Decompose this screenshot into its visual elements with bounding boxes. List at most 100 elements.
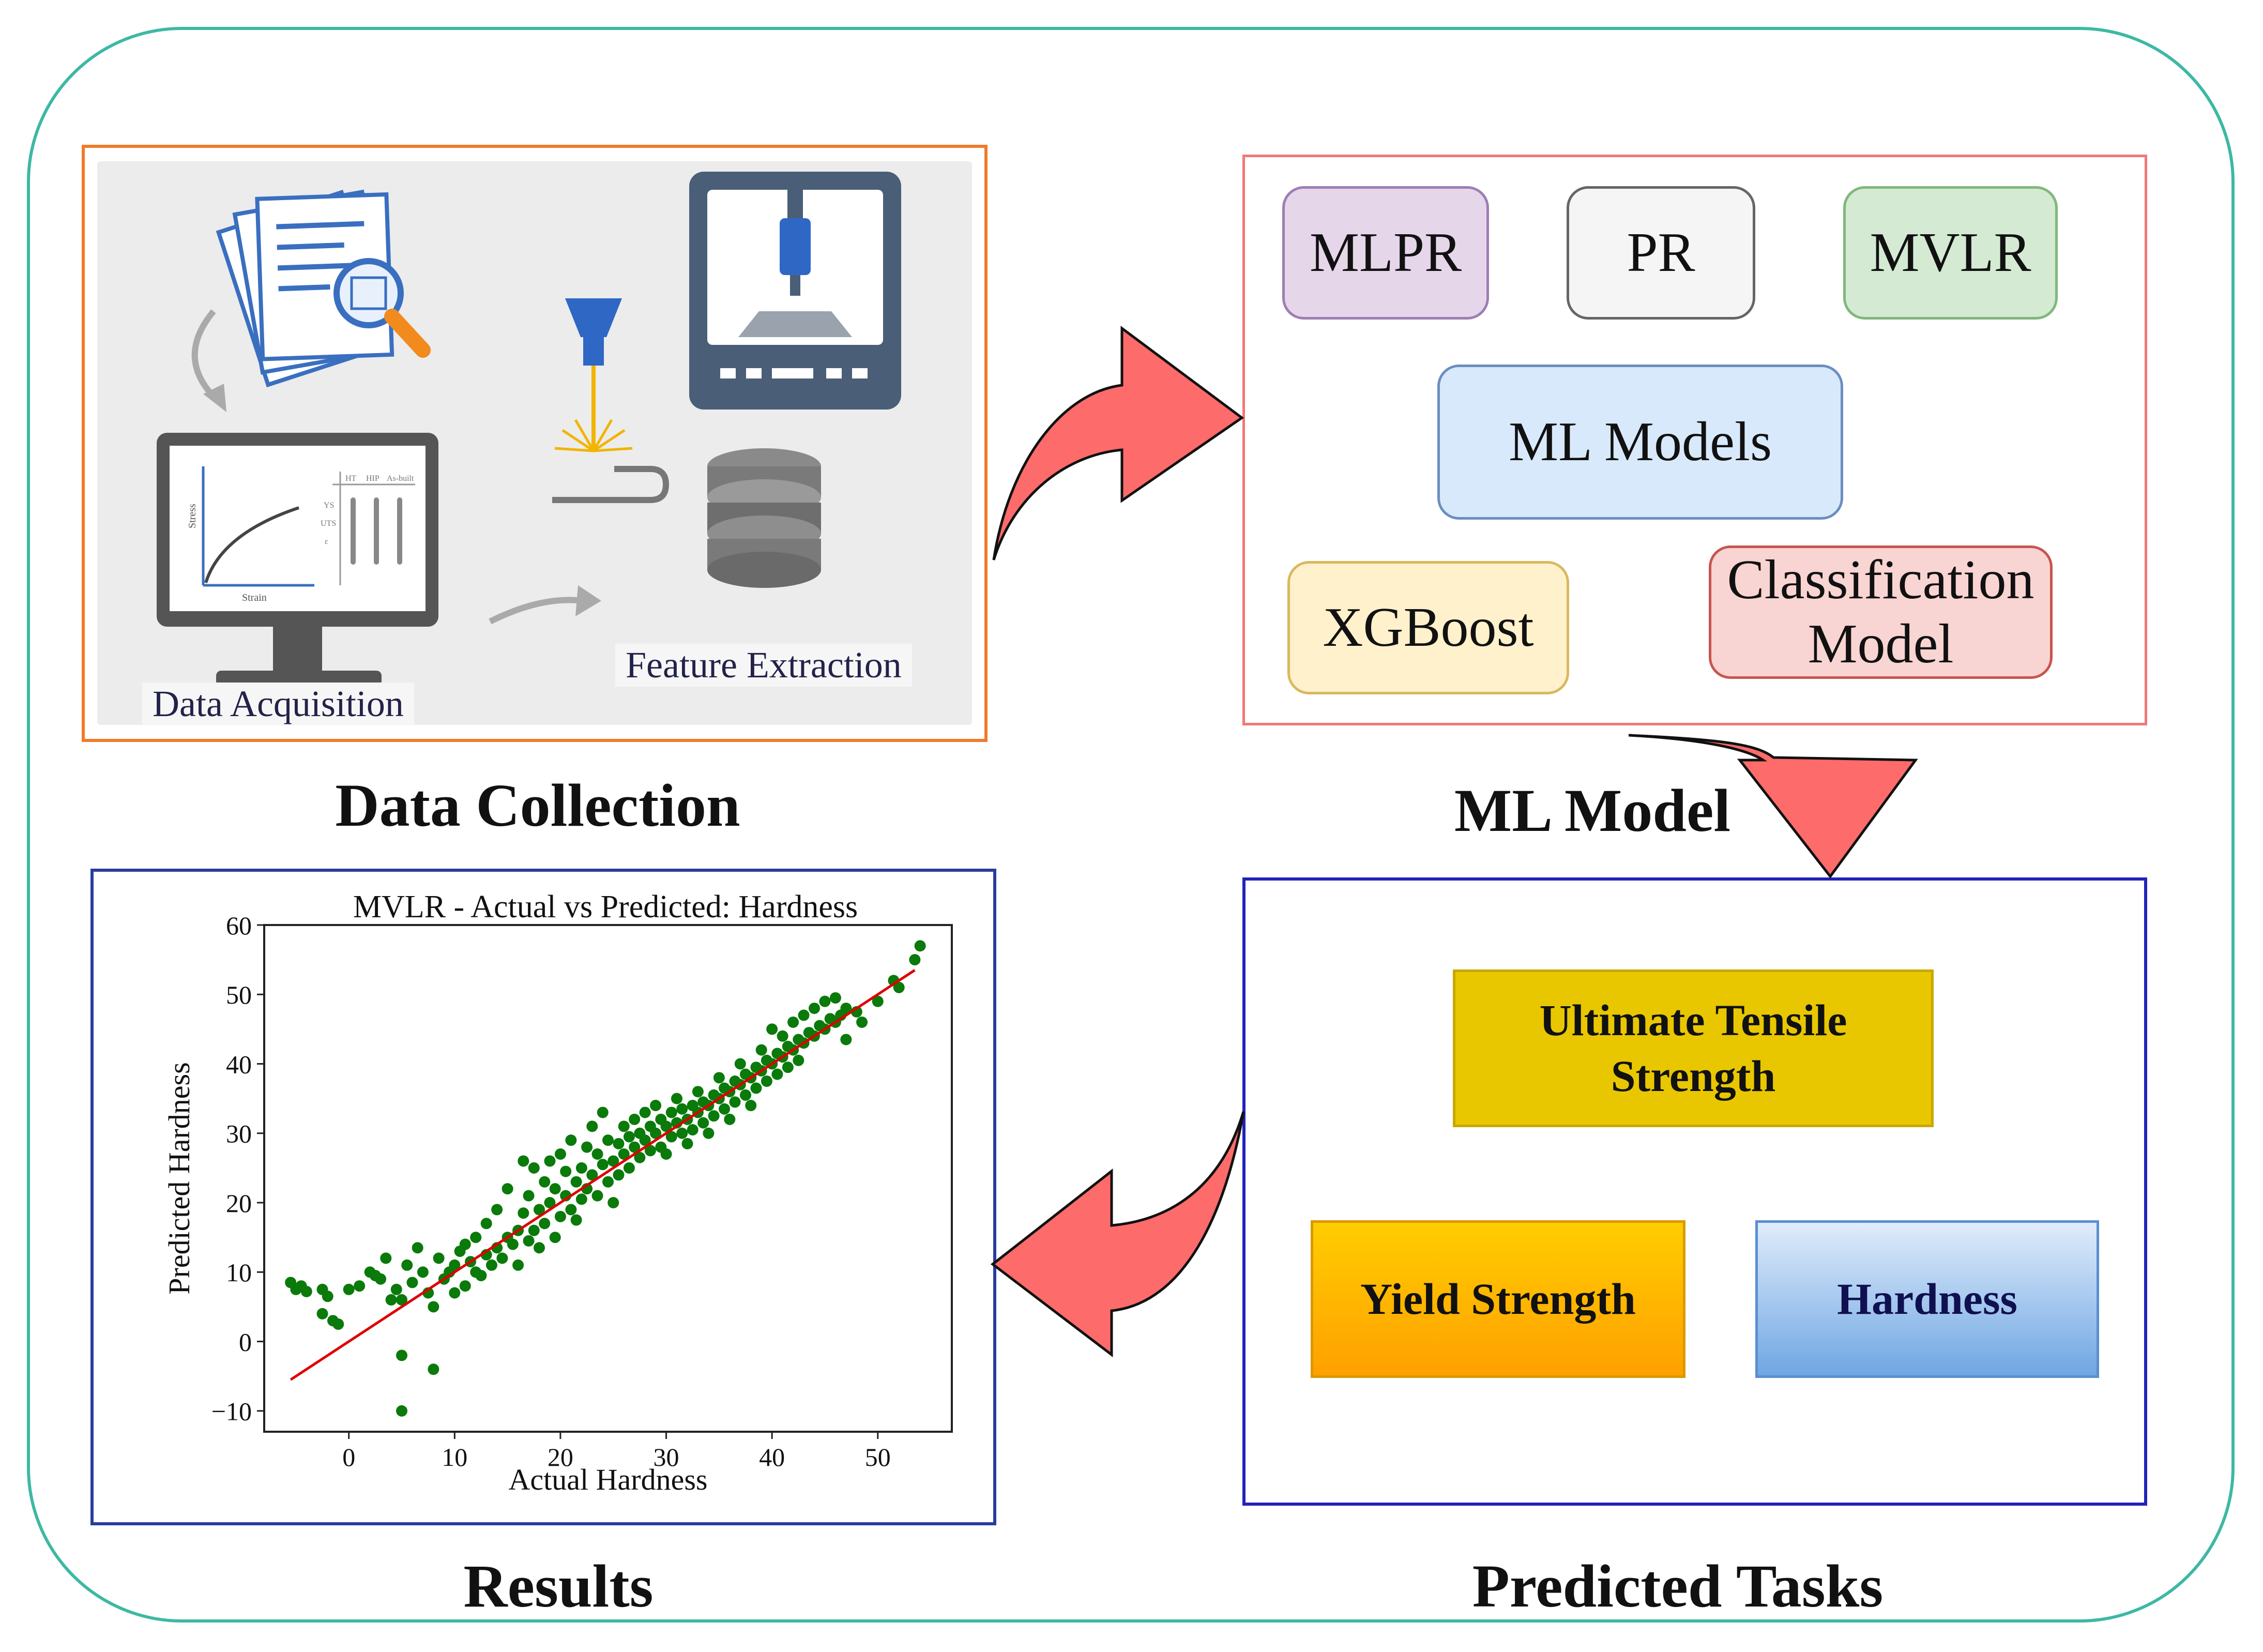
scatter-point [591,1190,603,1202]
scatter-point [761,1075,772,1087]
scatter-point [713,1072,725,1084]
laser-deposition-icon [552,298,670,503]
scatter-point [681,1138,693,1149]
scatter-point [634,1151,646,1163]
scatter-point [475,1269,487,1281]
scatter-point [687,1124,698,1136]
scatter-point [618,1120,630,1132]
model-mlpr: MLPR [1282,186,1489,320]
y-tick-label: 40 [226,1050,252,1079]
scatter-point [343,1283,355,1295]
task-uts: Ultimate Tensile Strength [1453,969,1934,1127]
scatter-point [554,1148,566,1160]
row-uts: UTS [321,519,336,528]
scatter-point [428,1363,439,1375]
scatter-point [623,1162,635,1174]
scatter-point [734,1058,746,1070]
monitor-stress-strain-icon: Stress Strain HT HIP As-built YS UTS ε [157,433,438,686]
scatter-point [665,1131,677,1143]
3d-printer-icon [689,172,901,410]
scatter-point [502,1183,513,1195]
fit-line [290,969,916,1381]
scatter-point [575,1162,587,1174]
y-tick-label: 0 [239,1327,252,1356]
data-collection-art: Stress Strain HT HIP As-built YS UTS ε [157,172,901,686]
scatter-point [565,1134,577,1146]
scatter-point [771,1068,783,1080]
col-asbuilt: As-built [387,474,414,483]
task-hardness: Hardness [1755,1220,2099,1378]
x-tick-label: 40 [759,1443,785,1472]
scatter-point [708,1110,720,1122]
scatter-point [480,1218,492,1230]
scatter-point [332,1318,344,1330]
scatter-point [316,1308,328,1320]
scatter-point [740,1089,751,1101]
scatter-point [570,1176,582,1188]
scatter-point [819,995,831,1007]
scatter-point [565,1204,577,1216]
scatter-point [412,1242,423,1254]
x-tick-label: 20 [548,1443,573,1472]
scatter-point [602,1134,614,1146]
scatter-point [613,1169,625,1181]
arrow-model-to-tasks [1628,734,1918,879]
scatter-point [433,1252,445,1264]
model-pr-label: PR [1627,221,1695,283]
scatter-point [385,1294,397,1306]
scatter-point [375,1273,387,1285]
scatter-point [613,1138,625,1149]
scatter-point [650,1127,662,1139]
y-tick-label: 50 [226,980,252,1009]
scatter-point [518,1207,529,1219]
scatter-point [872,995,884,1007]
x-tick-label: 10 [442,1443,467,1472]
scatter-point [512,1259,524,1271]
scatter-point [840,1003,852,1014]
scatter-point [639,1134,651,1146]
results-chart: MVLR - Actual vs Predicted: Hardness −10… [162,889,953,1496]
arrow-data-to-model [992,326,1244,560]
scatter-point [607,1196,619,1208]
scatter-point [856,1016,868,1028]
scatter-point [534,1242,545,1254]
y-tick-label: 60 [226,911,252,940]
scatter-point [396,1405,407,1417]
scatter-point [660,1120,672,1132]
scatter-point [650,1100,662,1112]
data-acquisition-caption: Data Acquisition [142,683,414,725]
scatter-point [692,1086,704,1098]
scatter-point [676,1127,688,1139]
scatter-point [390,1283,402,1295]
scatter-point [782,1062,794,1073]
scatter-point [459,1238,471,1250]
scatter-point [591,1148,603,1160]
x-axis-label: Actual Hardness [509,1463,708,1496]
row-ys: YS [324,501,334,510]
y-axis-label: Predicted Hardness [162,1062,196,1294]
scatter-point [485,1259,497,1271]
outer-frame [27,27,2235,1623]
scatter-point [909,954,921,966]
scatter-point [554,1210,566,1222]
scatter-point [607,1155,619,1167]
scatter-point [586,1169,598,1181]
scatter-point [354,1280,366,1292]
scatter-point [787,1016,799,1028]
scatter-point [703,1127,715,1139]
model-mlpr-label: MLPR [1309,221,1462,283]
scatter-point [528,1162,540,1174]
row-epsilon: ε [325,537,328,546]
scatter-point [539,1218,551,1230]
predicted-tasks-title: Predicted Tasks [1472,1552,1884,1620]
task-uts-label: Ultimate Tensile Strength [1539,995,1847,1101]
scatter-point [417,1266,429,1278]
model-classification: Classification Model [1709,545,2053,679]
scatter-point [560,1165,572,1177]
scatter-point [575,1193,587,1205]
scatter-point [766,1023,778,1035]
results-title: Results [463,1552,654,1620]
scatter-point [809,1003,820,1014]
x-tick-label: 50 [865,1443,891,1472]
